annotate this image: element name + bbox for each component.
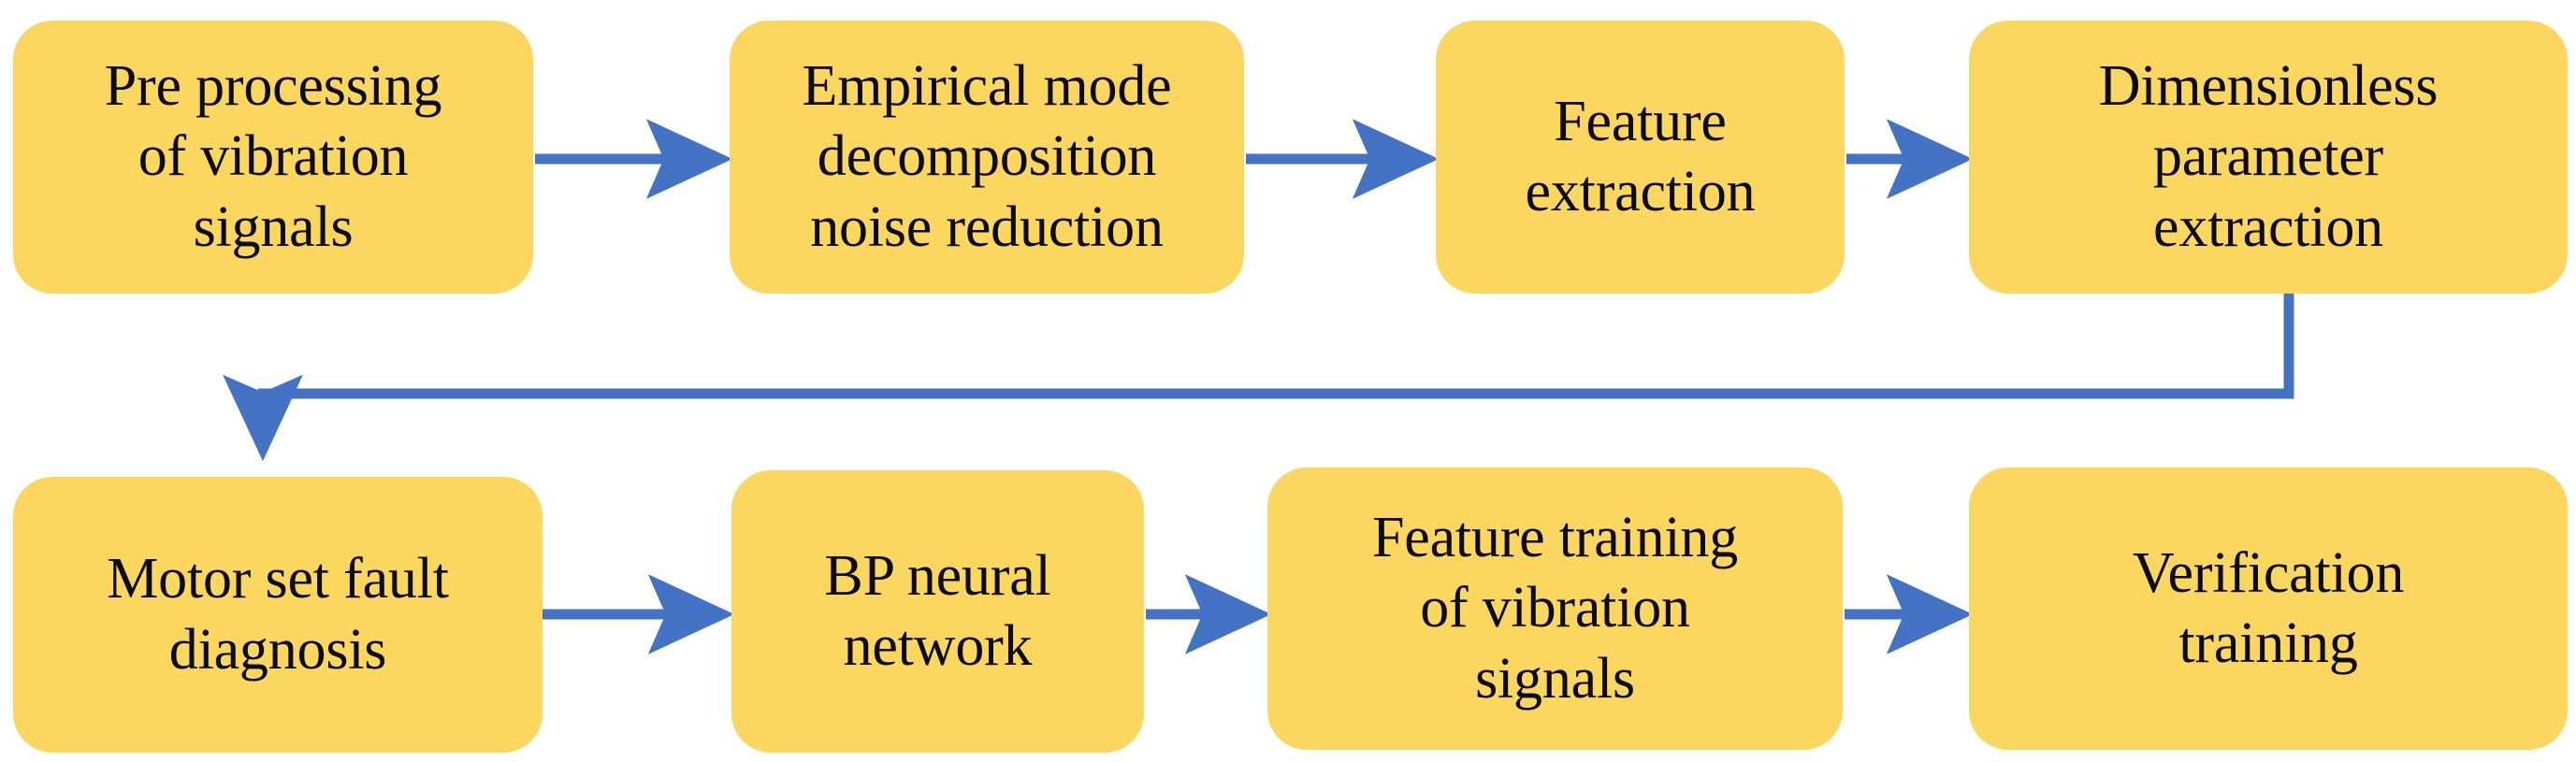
node-label: Feature training of vibration signals (1371, 506, 1739, 711)
node-motor-set-fault-diagnosis[interactable]: Motor set fault diagnosis (13, 477, 543, 753)
node-label: Verification training (2132, 540, 2405, 675)
node-label: Motor set fault diagnosis (107, 547, 449, 682)
node-label: Empirical mode decomposition noise reduc… (802, 54, 1172, 259)
node-feature-training-of-vibration-signals[interactable]: Feature training of vibration signals (1267, 467, 1843, 750)
connector-dimensionless-to-motor-set-fault-diagnosis (223, 294, 2294, 462)
node-label: Feature extraction (1525, 89, 1756, 223)
node-feature-extraction[interactable]: Feature extraction (1436, 21, 1845, 294)
node-label: Dimensionless parameter extraction (2098, 54, 2439, 259)
node-empirical-mode-decomposition-noise-reduction[interactable]: Empirical mode decomposition noise reduc… (730, 21, 1244, 294)
node-label: BP neural network (824, 543, 1051, 678)
node-verification-training[interactable]: Verification training (1969, 467, 2568, 750)
node-bp-neural-network[interactable]: BP neural network (731, 470, 1144, 753)
node-pre-processing-of-vibration-signals[interactable]: Pre processing of vibration signals (13, 21, 533, 294)
node-dimensionless-parameter-extraction[interactable]: Dimensionless parameter extraction (1969, 21, 2568, 294)
node-label: Pre processing of vibration signals (104, 54, 442, 259)
